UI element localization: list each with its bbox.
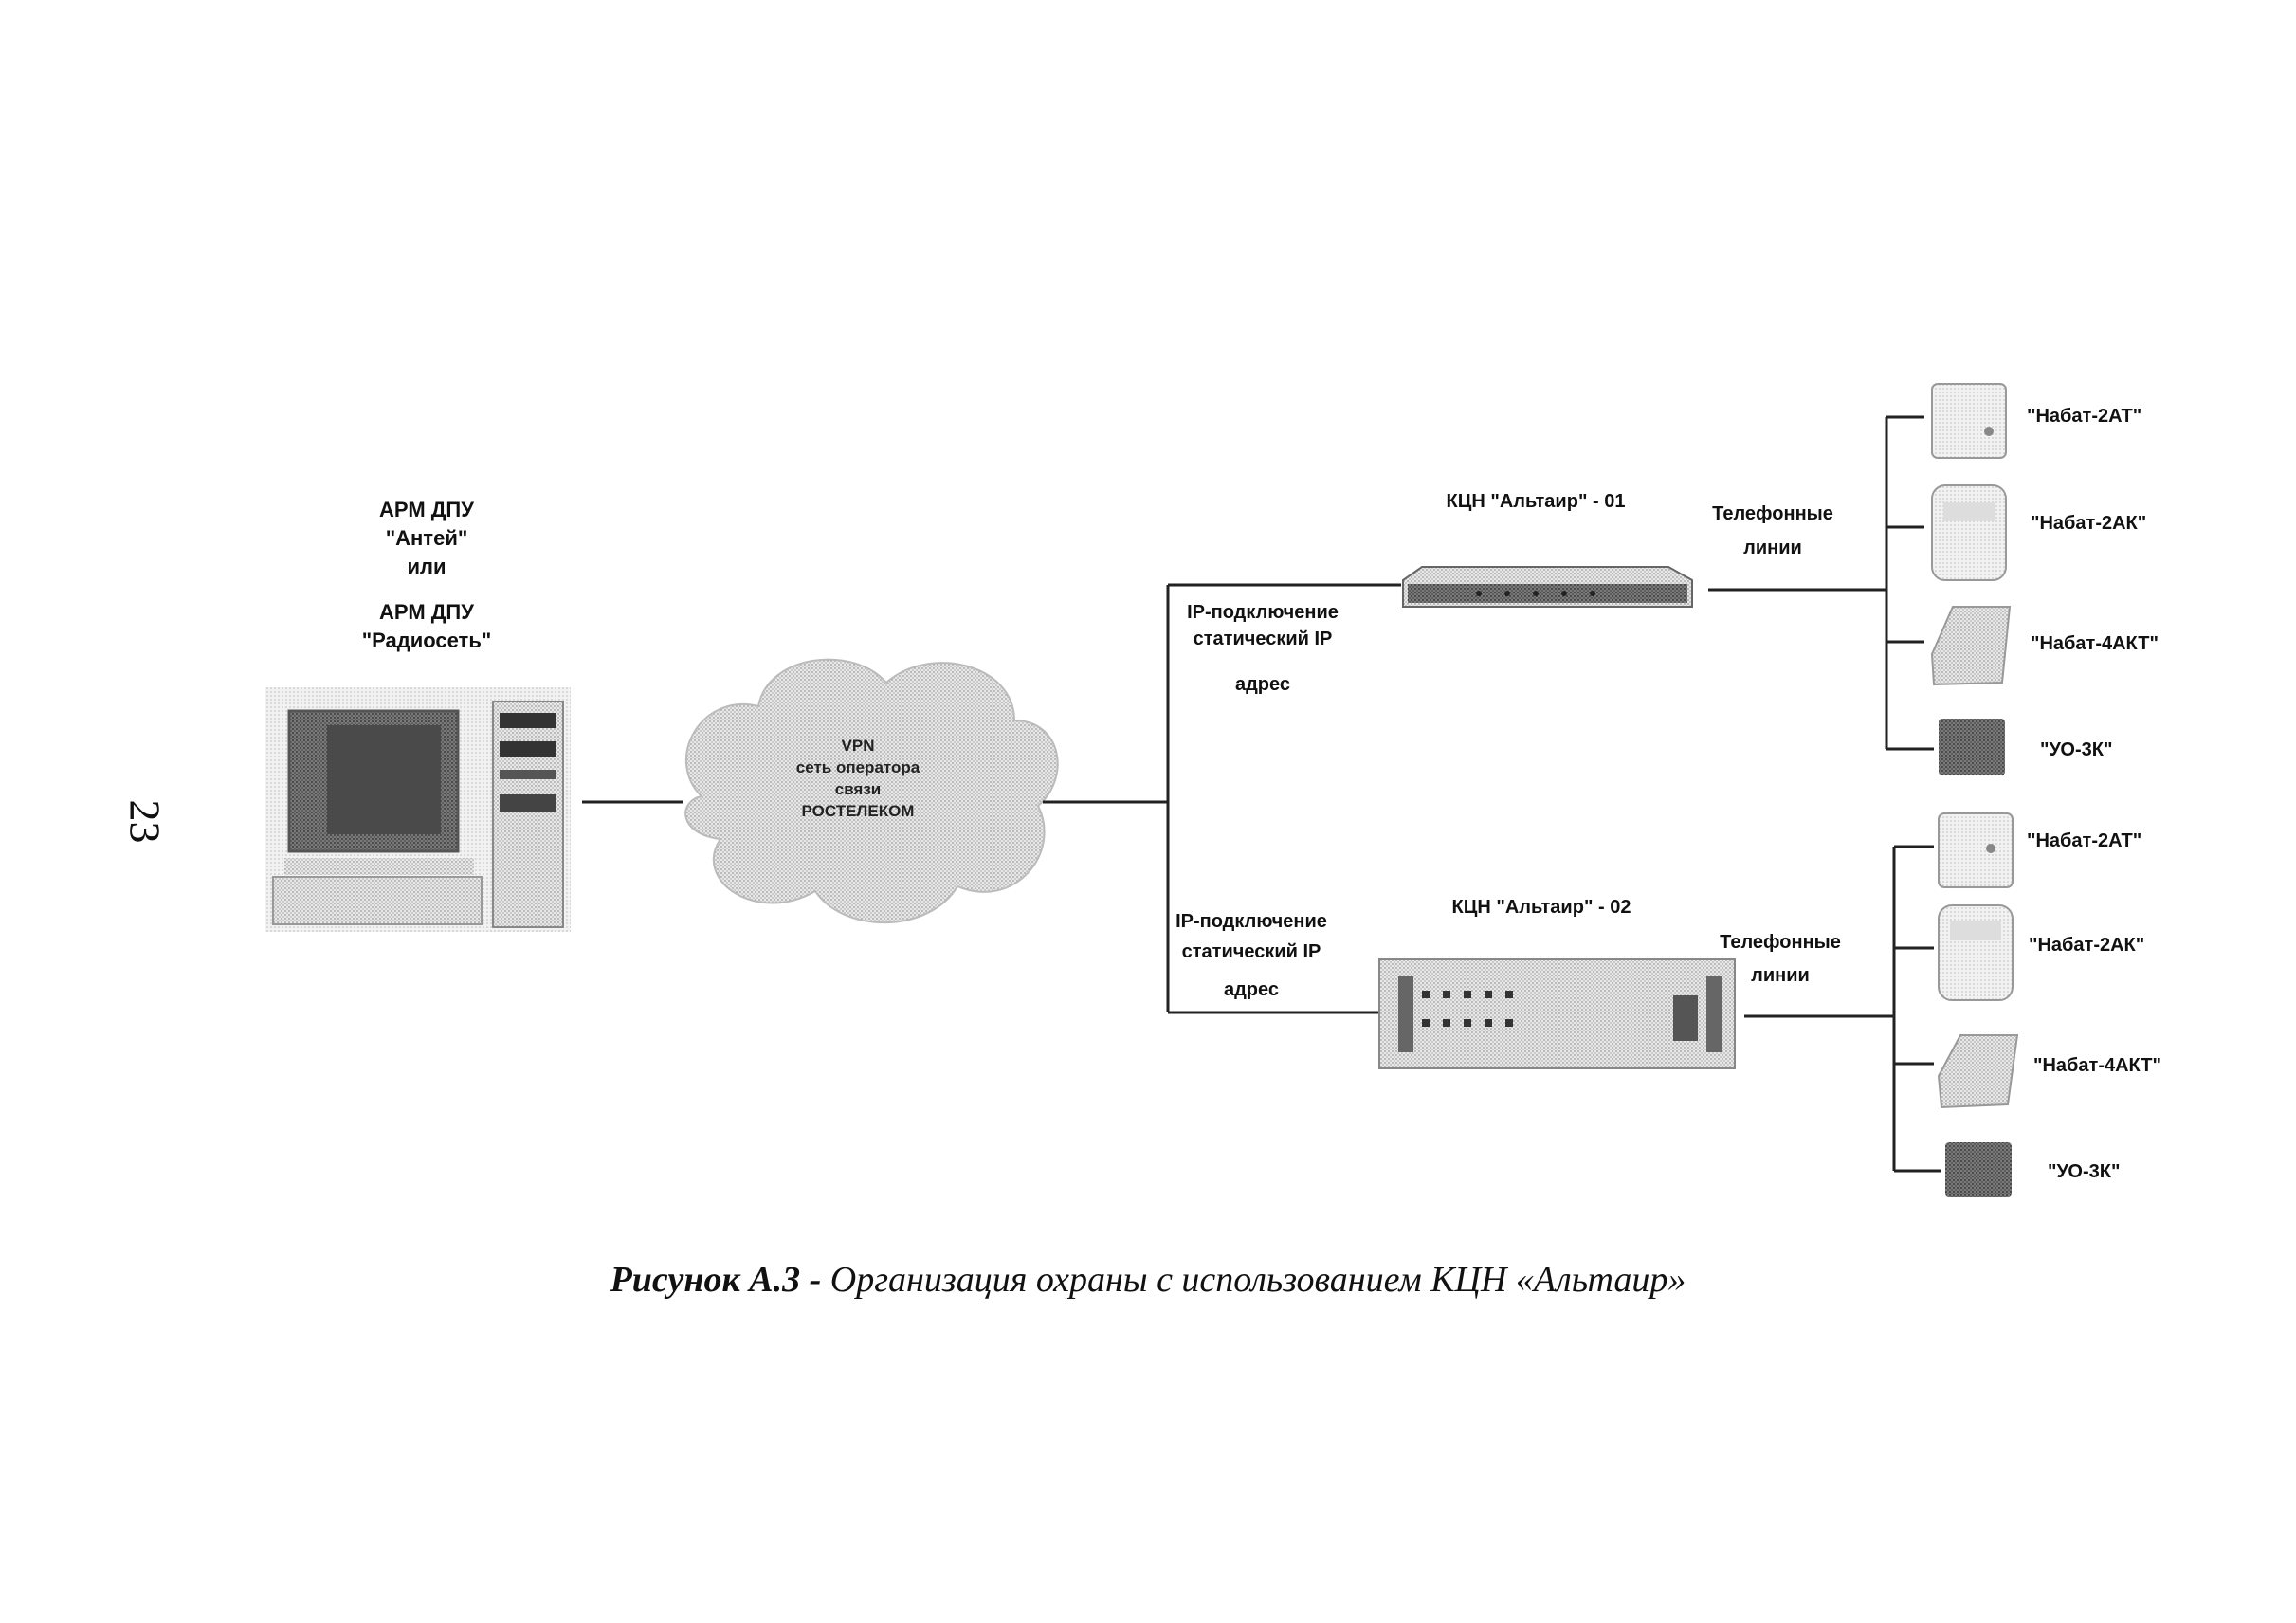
device-2-3-label: "Набат-4АКТ" (2033, 1055, 2161, 1076)
ip-label-1-line-1: IP-подключение (1187, 602, 1339, 623)
device-nabat-4akt-icon (1930, 606, 2012, 686)
phone-lines-1-line-1: Телефонные (1712, 503, 1833, 524)
device-nabat-2ak-icon (1931, 484, 2007, 581)
device-2-4-label: "УО-3К" (2048, 1161, 2120, 1182)
device-2-2-label: "Набат-2АК" (2029, 935, 2144, 956)
controller-2-title: КЦН "Альтаир" - 02 (1452, 897, 1631, 918)
phone-lines-2-line-1: Телефонные (1720, 932, 1841, 953)
workstation-label-line-3: или (407, 555, 446, 578)
cloud-label-line-2: сеть оператора (796, 758, 920, 776)
ip-label-2-line-2: статический IP (1182, 941, 1321, 962)
device-1-3-label: "Набат-4АКТ" (2031, 633, 2159, 654)
controller-1-icon (1402, 566, 1693, 608)
workstation-label-line-2: "Антей" (386, 526, 468, 550)
ip-label-1-line-3: адрес (1235, 674, 1290, 695)
ip-label-2-line-3: адрес (1224, 979, 1279, 1000)
device-2-1-label: "Набат-2АТ" (2027, 830, 2141, 851)
cloud-label-line-1: VPN (842, 737, 875, 755)
device-nabat-2at-icon (1938, 812, 2014, 888)
computer-icon (265, 687, 571, 932)
workstation-label-line-5: "Радиосеть" (362, 629, 492, 652)
controller-1-title: КЦН "Альтаир" - 01 (1447, 491, 1626, 512)
device-uo-3k-icon (1939, 719, 2005, 775)
figure-caption: Рисунок А.3 - Организация охраны с испол… (0, 1259, 2296, 1301)
ip-label-1-line-2: статический IP (1194, 629, 1333, 649)
controller-2-icon (1378, 958, 1736, 1069)
figure-caption-number: Рисунок А.3 - (610, 1260, 822, 1300)
workstation-label-line-1: АРМ ДПУ (379, 498, 474, 521)
device-1-2-label: "Набат-2АК" (2031, 513, 2146, 534)
device-uo-3k-icon (1945, 1142, 2012, 1197)
figure-caption-text: Организация охраны с использованием КЦН … (821, 1260, 1686, 1300)
phone-lines-label-2: Телефонные линии (1720, 932, 1841, 986)
phone-lines-label-1: Телефонные линии (1712, 503, 1833, 558)
cloud-label-line-3: связи (835, 780, 882, 798)
cloud-label-line-4: РОСТЕЛЕКОМ (802, 802, 915, 820)
phone-lines-2-line-2: линии (1751, 965, 1810, 986)
ip-connection-label-2: IP-подключение статический IP адрес (1175, 911, 1327, 1000)
device-1-4-label: "УО-3К" (2040, 739, 2112, 760)
workstation-label-line-4: АРМ ДПУ (379, 600, 474, 624)
phone-lines-1-line-2: линии (1743, 538, 1802, 558)
vpn-cloud-icon: VPN сеть оператора связи РОСТЕЛЕКОМ (684, 658, 1059, 924)
device-nabat-4akt-icon (1937, 1034, 2019, 1109)
ip-label-2-line-1: IP-подключение (1175, 911, 1327, 932)
device-nabat-2at-icon (1931, 383, 2007, 459)
ip-connection-label-1: IP-подключение статический IP адрес (1187, 602, 1339, 695)
device-nabat-2ak-icon (1938, 904, 2014, 1001)
workstation-label: АРМ ДПУ "Антей" или АРМ ДПУ "Радиосеть" (362, 498, 492, 652)
device-1-1-label: "Набат-2АТ" (2027, 406, 2141, 427)
